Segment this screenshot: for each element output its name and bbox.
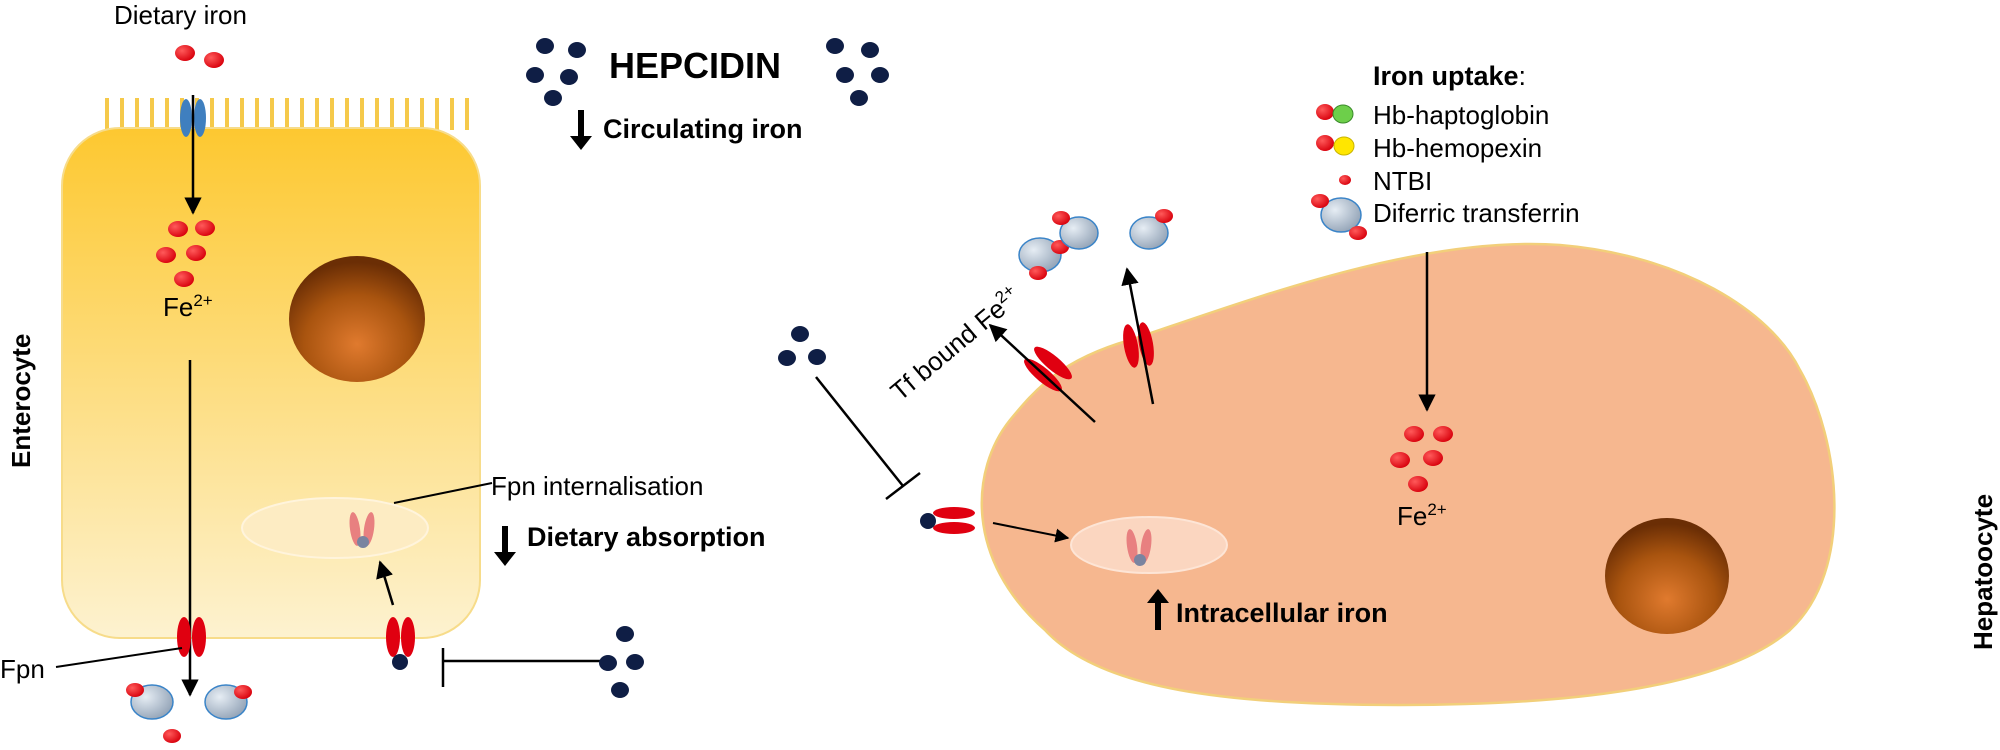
legend-hb-hemopexin-icon [1316,135,1355,156]
hepcidin-inhibition-hepatocyte [815,376,921,500]
enterocyte-microvilli [105,98,469,130]
export-arrow-2 [1121,267,1155,405]
transferrin-bottom-right [204,684,252,720]
fpn-pointer-line [55,647,183,668]
export-arrow-1 [988,323,1096,423]
hepcidin-dots-left [526,38,586,106]
down-arrow-circulating [570,110,592,150]
legend-diferric-transferrin-label: Diferric transferrin [1373,198,1580,228]
hepatocyte-fe2-label: Fe2+ [1397,500,1447,531]
hepcidin-dots-enterocyte [599,626,644,698]
legend-hb-haptoglobin-label: Hb-haptoglobin [1373,100,1549,130]
enterocyte-iron-cluster [156,220,215,287]
internalisation-pointer [393,482,493,504]
fpn-internalisation-label: Fpn internalisation [491,471,703,501]
endosome-vesicle-enterocyte [241,497,429,559]
iron-uptake-title: Iron uptake: [1373,61,1526,91]
transferrin-exported-3 [1129,209,1173,250]
internalised-fpn [349,512,375,548]
fpn-internalisation-arrow-hepatocyte [992,522,1070,543]
transferrin-bottom-left [126,683,181,743]
fpn-label: Fpn [0,654,45,684]
fpn-hepcidin-complex-hepatocyte [920,507,975,534]
tf-bound-iron-label: Tf bound Fe2+ [884,280,1026,406]
hepcidin-dots-hepatocyte [778,326,826,366]
intracellular-iron-label: Intracellular iron [1176,598,1388,628]
fpn-hepcidin-complex-enterocyte [386,617,415,670]
dmt1-channel [180,99,206,137]
hepcidin-title: HEPCIDIN [609,45,781,86]
ferroportin-channel [177,617,206,657]
hepcidin-inhibition-enterocyte [441,648,600,687]
internalisation-arrow [376,560,395,606]
hepatocyte-cell [980,242,1836,707]
dietary-absorption-label: Dietary absorption [527,522,766,552]
down-arrow-absorption [494,526,516,566]
internalised-fpn-hepatocyte [1126,529,1152,566]
hepatocyte-nucleus [1605,518,1729,634]
dietary-iron-dots [175,45,224,68]
legend-ntbi-label: NTBI [1373,166,1432,196]
hepatocyte-label: Hepatoocyte [1968,494,1998,650]
enterocyte-fe2-label: Fe2+ [163,291,213,322]
enterocyte-cell [61,127,481,639]
legend-hb-hemopexin-label: Hb-hemopexin [1373,133,1542,163]
transferrin-exported-2 [1052,211,1099,250]
ferroportin-export-2 [1123,322,1154,368]
hepcidin-dots-right [826,38,889,106]
up-arrow-intracellular [1147,589,1169,630]
legend-diferric-transferrin-icon [1311,194,1367,240]
transferrin-exported-1 [1018,237,1069,280]
hepatocyte-iron-cluster [1390,426,1453,492]
legend-hb-haptoglobin-icon [1316,104,1354,124]
circulating-iron-label: Circulating iron [603,114,803,144]
dietary-iron-label: Dietary iron [114,0,247,30]
enterocyte-label: Enterocyte [6,334,36,468]
legend-ntbi-icon [1339,175,1351,185]
enterocyte-nucleus [289,256,425,382]
